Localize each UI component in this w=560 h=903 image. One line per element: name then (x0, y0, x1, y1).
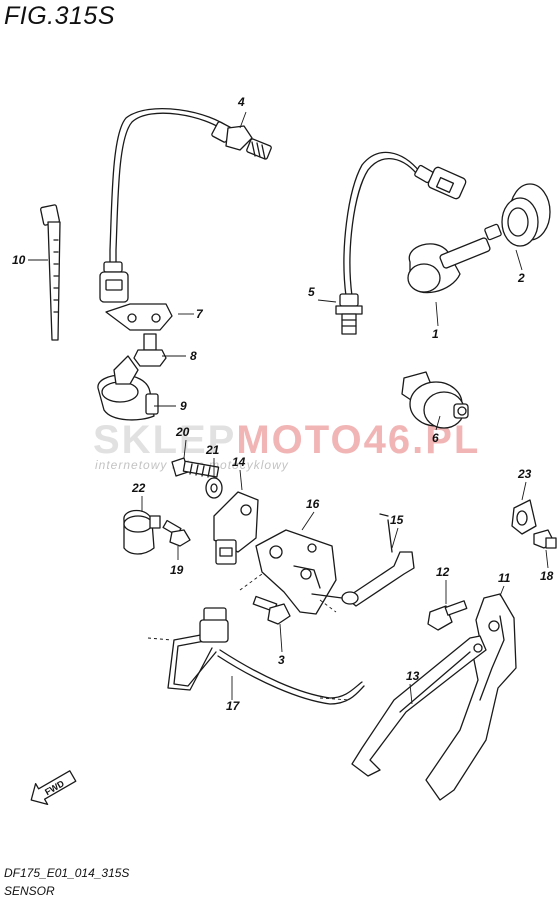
part-23-clip[interactable] (511, 499, 537, 535)
callout-20[interactable]: 20 (175, 425, 190, 439)
part-15-link-lever[interactable] (311, 513, 415, 607)
callout-16[interactable]: 16 (306, 497, 320, 511)
figure-code: DF175_E01_014_315S (4, 866, 130, 880)
callout-6[interactable]: 6 (432, 431, 439, 445)
part-19-bolt[interactable] (162, 519, 191, 547)
part-20-bolt[interactable] (171, 457, 220, 478)
part-1-sensor[interactable] (335, 151, 502, 335)
callout-1[interactable]: 1 (432, 327, 439, 341)
part-7-bracket-plate[interactable] (105, 303, 173, 331)
callout-19[interactable]: 19 (170, 563, 184, 577)
callout-11[interactable]: 11 (498, 571, 511, 585)
part-3-bolt[interactable] (252, 595, 291, 625)
callout-23[interactable]: 23 (517, 467, 532, 481)
part-16-bracket[interactable] (239, 529, 337, 615)
figure-name: SENSOR (4, 884, 55, 898)
callout-12[interactable]: 12 (436, 565, 450, 579)
callout-13[interactable]: 13 (406, 669, 420, 683)
fwd-direction-arrow: FWD (30, 770, 77, 806)
part-10-cable-tie[interactable] (40, 204, 61, 341)
part-18-bolt[interactable] (533, 529, 557, 549)
callout-5[interactable]: 5 (308, 285, 315, 299)
callout-17[interactable]: 17 (226, 699, 241, 713)
callout-9[interactable]: 9 (180, 399, 187, 413)
callout-8[interactable]: 8 (190, 349, 197, 363)
callout-21[interactable]: 21 (205, 443, 220, 457)
part-2-grommet[interactable] (501, 183, 551, 247)
figure-title: FIG.315S (4, 2, 115, 30)
part-12-bolt[interactable] (427, 600, 468, 631)
part-21-washer[interactable] (205, 477, 223, 499)
part-9-clamp[interactable] (97, 355, 159, 421)
part-14-throttle-sensor[interactable] (213, 491, 259, 565)
part-5-indicator (317, 299, 337, 303)
callout-2[interactable]: 2 (517, 271, 525, 285)
callout-14[interactable]: 14 (232, 455, 246, 469)
part-22-clip[interactable] (123, 509, 161, 555)
watermark-brand: SKLEPMOTO46.PL (93, 418, 480, 463)
callout-7[interactable]: 7 (196, 307, 204, 321)
leader-lines (28, 111, 549, 705)
callout-4[interactable]: 4 (237, 95, 245, 109)
callout-18[interactable]: 18 (540, 569, 554, 583)
callout-15[interactable]: 15 (390, 513, 404, 527)
part-8-bolt[interactable] (133, 333, 167, 367)
part-17-harness[interactable] (147, 607, 365, 705)
callout-labels: 4 10 7 8 9 5 1 2 6 20 21 14 22 19 16 15 … (12, 95, 554, 713)
callout-22[interactable]: 22 (131, 481, 146, 495)
part-6-pressure-switch[interactable] (401, 371, 469, 429)
part-4-sensor-cable[interactable] (99, 107, 272, 303)
watermark-brand-left: SKLEP (93, 418, 237, 462)
callout-10[interactable]: 10 (12, 253, 26, 267)
callout-3[interactable]: 3 (278, 653, 285, 667)
